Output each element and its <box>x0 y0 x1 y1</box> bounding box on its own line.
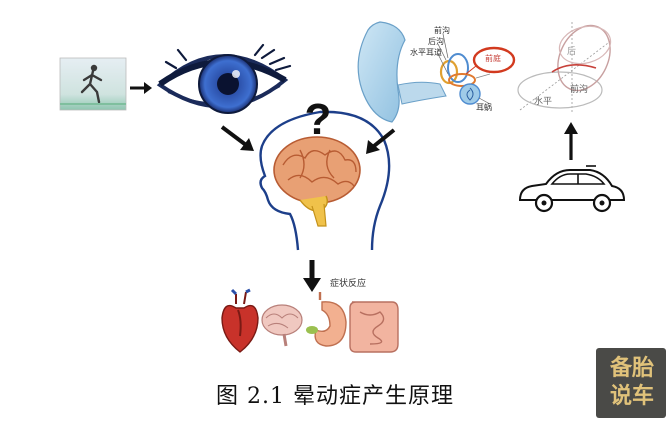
canal-label-horizontal: 水平 <box>534 97 553 107</box>
watermark-line2: 说车 <box>609 384 654 409</box>
inner-ear-illustration <box>357 21 516 123</box>
figure-caption: 图 2.1 晕动症产生原理 <box>216 384 454 409</box>
canal-label-back: 后 <box>567 47 577 57</box>
head-outline <box>259 110 391 251</box>
ear-label-horizontal-canal: 水平耳道 <box>410 48 442 57</box>
ear-label-vestibule: 前庭 <box>485 54 501 63</box>
eye-illustration <box>156 43 292 114</box>
svg-text:?: ? <box>305 95 332 144</box>
arrow-ear-to-head <box>366 128 396 154</box>
arrow-eye-to-head <box>220 125 254 151</box>
canal-orientation-diagram <box>517 22 613 112</box>
brain-small-icon <box>261 304 303 347</box>
ear-label-cochlea: 耳蜗 <box>476 103 492 112</box>
ear-label-back-canal: 后沟 <box>428 37 444 46</box>
heart-icon <box>221 288 259 353</box>
organs-illustration <box>221 288 399 353</box>
watermark-line1: 备胎 <box>609 356 654 381</box>
ear-label-front-canal: 前沟 <box>434 26 450 35</box>
symptom-label: 症状反应 <box>330 279 367 289</box>
stomach-icon <box>306 292 347 347</box>
brain-illustration <box>273 136 361 227</box>
runner-photo <box>59 57 127 111</box>
arrow-head-to-organs <box>303 260 321 292</box>
watermark-logo: 备胎 说车 <box>596 348 666 418</box>
canal-label-front: 前沟 <box>570 85 589 95</box>
question-mark: ? <box>305 95 332 144</box>
intestines-icon <box>349 301 399 353</box>
arrow-car-to-canals <box>564 122 578 160</box>
arrow-runner-to-eye <box>130 82 152 94</box>
car-illustration <box>518 165 626 213</box>
